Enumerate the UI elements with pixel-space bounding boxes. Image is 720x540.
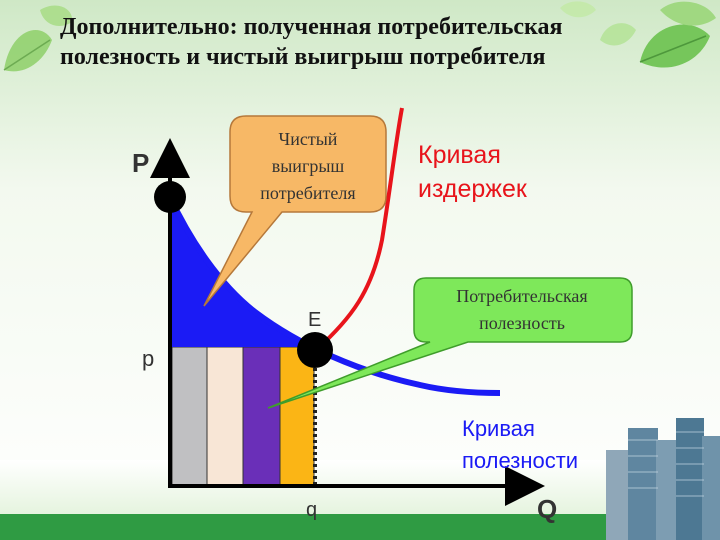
utility-curve-label-line-2: полезности [462, 448, 578, 473]
price-label: p [142, 346, 154, 371]
utility-bar-3 [242, 346, 281, 486]
consumer-surplus-area [170, 197, 316, 347]
utility-bar-4 [279, 346, 315, 486]
buildings-decoration [606, 418, 720, 540]
utility-callout-line-2: полезность [479, 313, 565, 333]
utility-bar-2 [206, 346, 244, 486]
quantity-label: q [306, 499, 317, 521]
cost-curve [314, 107, 404, 352]
utility-callout-line-1: Потребительская [456, 286, 587, 306]
leaf-decoration-right [560, 1, 716, 68]
equilibrium-point-label: E [308, 309, 321, 331]
surplus-callout-line-1: Чистый [279, 129, 338, 149]
y-axis-label: P [132, 148, 149, 178]
equilibrium-point-marker [297, 332, 333, 368]
slide-title: Дополнительно: полученная потребительска… [60, 14, 563, 70]
utility-curve-label-line-1: Кривая [462, 416, 535, 441]
surplus-callout-line-3: потребителя [260, 183, 355, 203]
price-point-marker [154, 181, 186, 213]
surplus-callout-line-2: выигрыш [272, 156, 345, 176]
x-axis-label: Q [537, 494, 557, 524]
cost-curve-label-line-2: издержек [418, 175, 528, 203]
utility-callout [267, 277, 633, 409]
leaf-decoration-left [3, 5, 73, 72]
cost-curve-label-line-1: Кривая [418, 141, 501, 169]
utility-bar-1 [171, 346, 208, 486]
surplus-callout [203, 115, 387, 307]
